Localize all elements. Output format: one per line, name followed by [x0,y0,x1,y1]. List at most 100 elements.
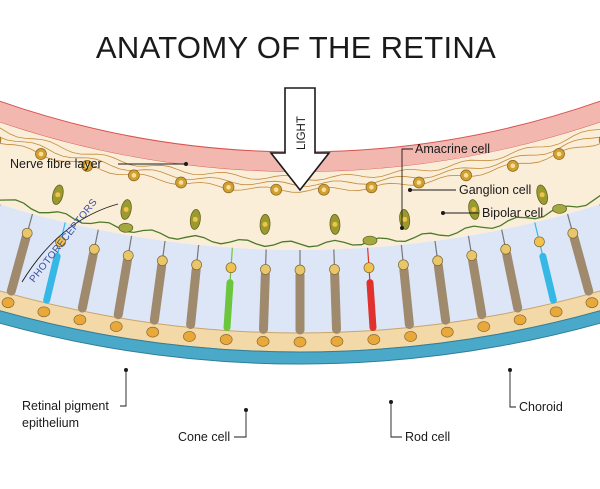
photoreceptor-nucleus [191,259,202,271]
pigment-cell [477,321,491,332]
leader-pigment [120,370,127,407]
pigment-cell [585,297,599,308]
rod-cell [399,265,414,329]
bipolar-nucleus [123,207,129,213]
leader-amacrine [401,148,413,228]
bipolar-nucleus [539,192,545,198]
dot-bipolar [441,211,445,215]
ganglion-nucleus [178,180,184,185]
photoreceptor-nucleus [534,236,545,248]
dot-choroid [508,368,512,372]
amacrine-cell [552,203,567,214]
pigment-cell [404,331,417,342]
photoreceptor-nucleus [567,227,579,239]
pigment-cell [367,334,381,345]
bipolar-nucleus [332,221,338,227]
photoreceptor-nucleus [225,262,237,274]
ganglion-nucleus [273,187,279,193]
rod-cell [502,249,523,313]
leader-rod [390,402,402,438]
bipolar-nucleus [402,216,408,222]
photoreceptor-nucleus [294,264,306,276]
rod-cell [433,261,451,325]
pigment-cell [256,336,270,347]
photoreceptors-bracket [21,203,119,283]
ganglion-nucleus [38,151,44,157]
amacrine-cell [362,235,378,246]
cone-cell [43,252,61,304]
label-retinal-pigment-epithelium: Retinal pigment [22,399,109,413]
label-cone-cell: Cone cell [178,430,230,444]
label-ganglion-cell: Ganglion cell [459,183,531,197]
label-rod-cell: Rod cell [405,430,450,444]
ganglion-cell [0,136,2,144]
pigment-cell [219,334,233,345]
pigment-cell [330,336,344,347]
rod-cell [330,269,342,334]
label-bipolar-cell: Bipolar cell [482,206,543,220]
dot-pigment [124,368,128,372]
label-choroid: Choroid [519,400,563,414]
photoreceptor-nucleus [500,243,512,255]
ganglion-nucleus [463,173,469,178]
dot-ganglion [408,188,412,192]
ganglion-nucleus [321,187,327,193]
ganglion-nucleus [226,185,231,190]
label-nerve-fibre-layer: Nerve fibre layer [10,157,102,171]
pigment-cell [146,326,160,338]
pigment-cell [183,331,196,342]
bipolar-nucleus [55,192,61,198]
ganglion-nucleus [369,185,374,190]
ganglion-nucleus [556,151,562,157]
ganglion-nucleus [510,163,516,169]
dot-rod [389,400,393,404]
dot-cone [244,408,248,412]
pigment-cell [73,314,87,326]
rod-cell [569,233,594,296]
label-amacrine-cell: Amacrine cell [415,142,490,156]
bipolar-nucleus [262,221,268,227]
photoreceptor-nucleus [329,264,340,275]
bipolar-nucleus [192,216,198,222]
choroid-layer [0,310,600,365]
photoreceptor-nucleus [432,255,443,267]
photoreceptor-nucleus [466,250,478,261]
page-title: ANATOMY OF THE RETINA [96,30,496,65]
dot-nerve-fibre [184,162,188,166]
amacrine-process [0,194,600,248]
photoreceptor-nucleus [21,227,33,239]
ganglion-nucleus [131,173,137,178]
pigment-cell [1,297,15,308]
pigment-cell [37,306,51,318]
photoreceptor-nucleus [157,255,168,267]
dot-amacrine [400,226,404,230]
photoreceptor-nucleus [398,259,409,271]
rod-cell [258,269,270,334]
pigment-cell [513,314,527,326]
rod-cell [149,261,167,325]
light-arrow-icon [269,87,331,192]
rod-cell [468,256,487,320]
photoreceptor-nucleus [88,243,100,255]
cone-cell [366,279,377,332]
light-label: LIGHT [296,116,308,150]
rod-cell [186,265,201,329]
amacrine-cell [118,222,134,233]
rod-cell [77,249,98,313]
photoreceptor-nucleus [55,236,66,248]
leader-choroid [509,370,516,408]
nerve-fibre-layer [0,100,600,173]
bipolar-nucleus [471,207,477,213]
photoreceptor-nucleus [260,264,271,275]
photoreceptor-nucleus [363,262,375,274]
rod-cell [6,233,31,296]
label-retinal-pigment-epithelium-2: epithelium [22,416,79,430]
rod-cell [113,256,132,320]
cone-cell [539,252,557,304]
pigment-cell [109,321,123,332]
pigment-cell [440,326,454,338]
leader-cone [234,410,247,438]
retina-cells [0,127,600,348]
cone-cell [223,279,234,332]
